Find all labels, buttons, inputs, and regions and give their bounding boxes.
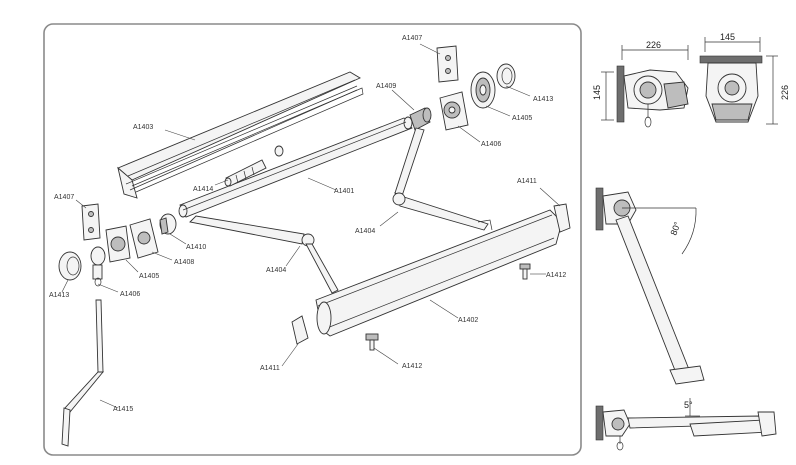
cap-ring-a1413-right xyxy=(496,63,516,89)
label-a1404-left: A1404 xyxy=(266,267,286,274)
label-a1412-bottom: A1412 xyxy=(402,363,422,370)
label-a1411-left: A1411 xyxy=(260,365,280,372)
plug-a1410 xyxy=(159,213,177,235)
label-a1412-right: A1412 xyxy=(546,272,566,279)
label-a1409: A1409 xyxy=(376,83,396,90)
side-view-right: 145 226 xyxy=(699,32,790,125)
arm-a1404-left xyxy=(189,215,339,294)
label-a1401: A1401 xyxy=(334,188,354,195)
cap-ring-a1413-left xyxy=(58,251,82,281)
label-a1406-left: A1406 xyxy=(120,291,140,298)
wall-bracket-a1407-top xyxy=(436,45,459,83)
label-a1402: A1402 xyxy=(458,317,478,324)
label-a1410: A1410 xyxy=(186,244,206,251)
spring-a1414 xyxy=(224,145,284,187)
dim-angle-small: 5° xyxy=(684,400,693,410)
roller-tube-a1401 xyxy=(178,116,413,218)
dim-height-left: 145 xyxy=(592,85,602,100)
gear-a1405-left xyxy=(105,225,131,263)
label-a1405-left: A1405 xyxy=(139,273,159,280)
label-a1403: A1403 xyxy=(133,124,153,131)
cap-a1406-left xyxy=(90,246,106,287)
part-labels: A1407 A1409 A1413 A1405 A1406 A1403 A141… xyxy=(49,35,566,413)
wall-bracket-a1407-left xyxy=(81,203,101,241)
leader-lines xyxy=(61,43,561,409)
dim-angle: 80° xyxy=(668,220,682,237)
dim-width-right: 145 xyxy=(720,32,735,42)
front-cover-a1403 xyxy=(117,71,364,199)
label-a1413-left: A1413 xyxy=(49,292,69,299)
dim-width-left: 226 xyxy=(646,40,661,50)
flat-view: 5° xyxy=(595,398,777,451)
gear-cap-a1405-right xyxy=(470,71,496,109)
crank-handle-a1415 xyxy=(61,299,104,447)
bracket-a1408 xyxy=(129,218,159,259)
label-a1404-right: A1404 xyxy=(355,228,375,235)
end-cap-a1411-right xyxy=(553,203,571,233)
bracket-a1406-right xyxy=(439,91,469,131)
label-a1407-left: A1407 xyxy=(54,194,74,201)
label-a1413-right: A1413 xyxy=(533,96,553,103)
label-a1407-top: A1407 xyxy=(402,35,422,42)
end-cap-a1411-left xyxy=(291,315,309,345)
label-a1405-right: A1405 xyxy=(512,115,532,122)
angle-view: 80° xyxy=(595,187,705,385)
label-a1411-right: A1411 xyxy=(517,178,537,185)
bolt-a1412-bottom xyxy=(365,333,379,351)
label-a1414: A1414 xyxy=(193,186,213,193)
front-bar-a1402 xyxy=(315,209,563,337)
arm-a1404-right xyxy=(392,127,493,231)
label-a1415: A1415 xyxy=(113,406,133,413)
dim-height-right: 226 xyxy=(780,85,790,100)
end-plug-a1409 xyxy=(409,107,432,131)
label-a1408: A1408 xyxy=(174,259,194,266)
side-view-left: 226 145 xyxy=(592,40,689,128)
bolt-a1412-right xyxy=(519,263,531,280)
label-a1406-right: A1406 xyxy=(481,141,501,148)
